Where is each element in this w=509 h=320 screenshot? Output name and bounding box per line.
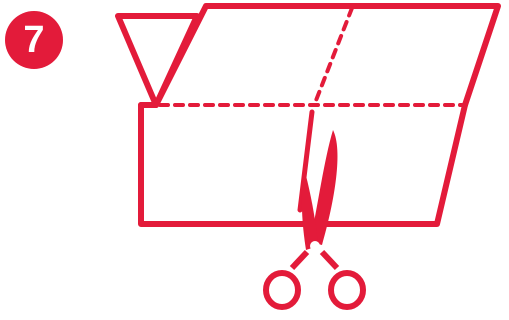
- back-flap: [118, 16, 197, 105]
- vertical-fold-line: [315, 8, 352, 103]
- top-panel: [156, 6, 498, 105]
